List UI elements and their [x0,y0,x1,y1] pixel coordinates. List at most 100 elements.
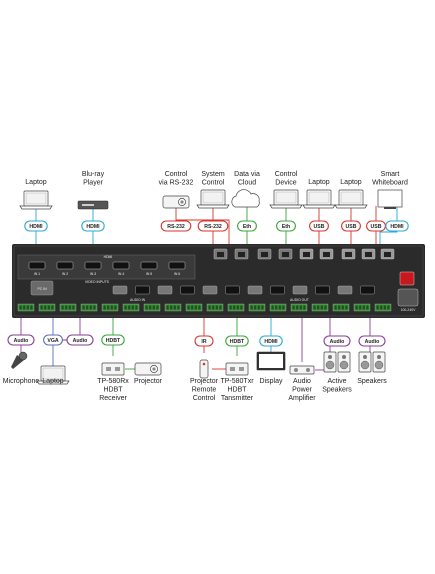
terminal-block-7[interactable] [143,303,161,312]
badge-remote-label: IR [201,339,206,345]
device-tp580tx-label-line-0: TP-580Txr [220,378,254,385]
hdmi-in-port-4[interactable]: IN 4 [112,261,130,276]
badge-tp580rx: HDBT [101,334,125,346]
terminal-block-14[interactable] [290,303,308,312]
device-laptop3: Laptop [334,179,368,209]
control-port-3[interactable] [257,248,272,260]
laptop-icon [302,189,336,209]
device-laptop1-label-line-0: Laptop [25,179,47,186]
badge-remote: IR [194,335,214,347]
badge-laptop1: HDMI [24,220,48,232]
device-cloud-label-line-0: Data via [234,171,260,178]
video-port-9[interactable] [292,285,308,295]
terminal-block-2[interactable] [38,303,56,312]
badge-whiteboard-hdmi: HDMI [385,220,409,232]
power-label: 100-240V [401,308,416,312]
video-port-3[interactable] [157,285,173,295]
terminal-block-12[interactable] [248,303,266,312]
terminal-block-6[interactable] [122,303,140,312]
video-port-6[interactable] [225,285,240,295]
terminal-block-9[interactable] [185,303,203,312]
terminal-block-13[interactable] [269,303,287,312]
badge-syscontrol: RS-232 [197,220,229,232]
badge-laptop4: VGA [43,334,63,346]
badge-whiteboard-label: USB [371,224,382,230]
terminal-block-1[interactable] [17,303,35,312]
terminal-blocks [17,303,392,312]
badge-laptop4-audio-label: Audio [73,338,88,344]
control-port-7[interactable] [341,248,356,260]
hdmi-in-port-6[interactable]: IN 6 [168,261,186,276]
terminal-block-4[interactable] [80,303,98,312]
control-port-9[interactable] [380,248,395,260]
device-amplifier-label-line-0: Audio [293,378,311,385]
device-laptop3-label-line-0: Laptop [340,179,362,186]
device-amplifier-label-line-1: Power [292,387,313,394]
hdmi-in-port-2[interactable]: IN 2 [56,261,74,276]
remote-icon [199,359,209,379]
vga-port[interactable] [30,280,54,296]
terminal-block-11[interactable] [227,303,245,312]
device-whiteboard-label-line-1: Whiteboard [372,180,408,187]
video-port-2[interactable] [135,285,150,295]
projector-icon [162,195,190,209]
video-port-11[interactable] [337,285,353,295]
device-tp580tx-label-line-1: HDBT [227,387,247,394]
hdmi-in-port-5[interactable]: IN 5 [140,261,158,276]
laptop-icon [36,365,70,385]
terminal-block-3[interactable] [59,303,77,312]
control-port-2[interactable] [234,248,249,260]
device-display: Display [256,351,286,385]
video-port-8[interactable] [270,285,285,295]
laptop-icon [334,189,368,209]
badge-cloud: Eth [237,220,257,232]
control-port-1[interactable] [213,248,228,260]
badge-laptop3: USB [341,220,361,232]
hdmi-in-port-1[interactable]: IN 1 [28,261,46,276]
device-microphone-label-line-0: Microphone [3,378,40,385]
device-laptop2-label-line-0: Laptop [308,179,330,186]
terminal-block-17[interactable] [353,303,371,312]
video-port-7[interactable] [247,285,263,295]
video-port-1[interactable] [112,285,128,295]
terminal-block-15[interactable] [311,303,329,312]
control-port-4[interactable] [278,248,293,260]
hdmi-in-port-3[interactable]: IN 3 [84,261,102,276]
section-label-audio-out: AUDIO OUT [290,298,309,302]
control-port-8[interactable] [361,248,376,260]
device-control232-label-line-1: via RS-232 [159,180,194,187]
video-port-10[interactable] [315,285,330,295]
hdmi-in-label-6: IN 6 [174,272,180,276]
badge-laptop2-label: USB [314,224,325,230]
video-port-4[interactable] [180,285,195,295]
badge-active_speakers-label: Audio [330,339,345,345]
vga-port-label: PC IN [37,287,47,291]
badge-control232: RS-232 [160,220,192,232]
badge-syscontrol-label: RS-232 [204,224,222,230]
whiteboard-icon [377,189,403,209]
terminal-block-8[interactable] [164,303,182,312]
device-laptop4: Laptop [36,365,70,385]
video-port-12[interactable] [360,285,375,295]
power-switch[interactable] [399,271,415,286]
video-port-5[interactable] [202,285,218,295]
terminal-block-5[interactable] [101,303,119,312]
terminal-block-10[interactable] [206,303,224,312]
terminal-block-16[interactable] [332,303,350,312]
control-port-5[interactable] [299,248,314,260]
terminal-block-18[interactable] [374,303,392,312]
device-speakers-label-line-0: Speakers [357,378,387,385]
device-ctrldevice-label-line-1: Device [275,180,297,187]
control-port-6[interactable] [319,248,334,260]
device-speakers: Speakers [357,351,387,385]
power-inlet[interactable] [397,288,419,307]
